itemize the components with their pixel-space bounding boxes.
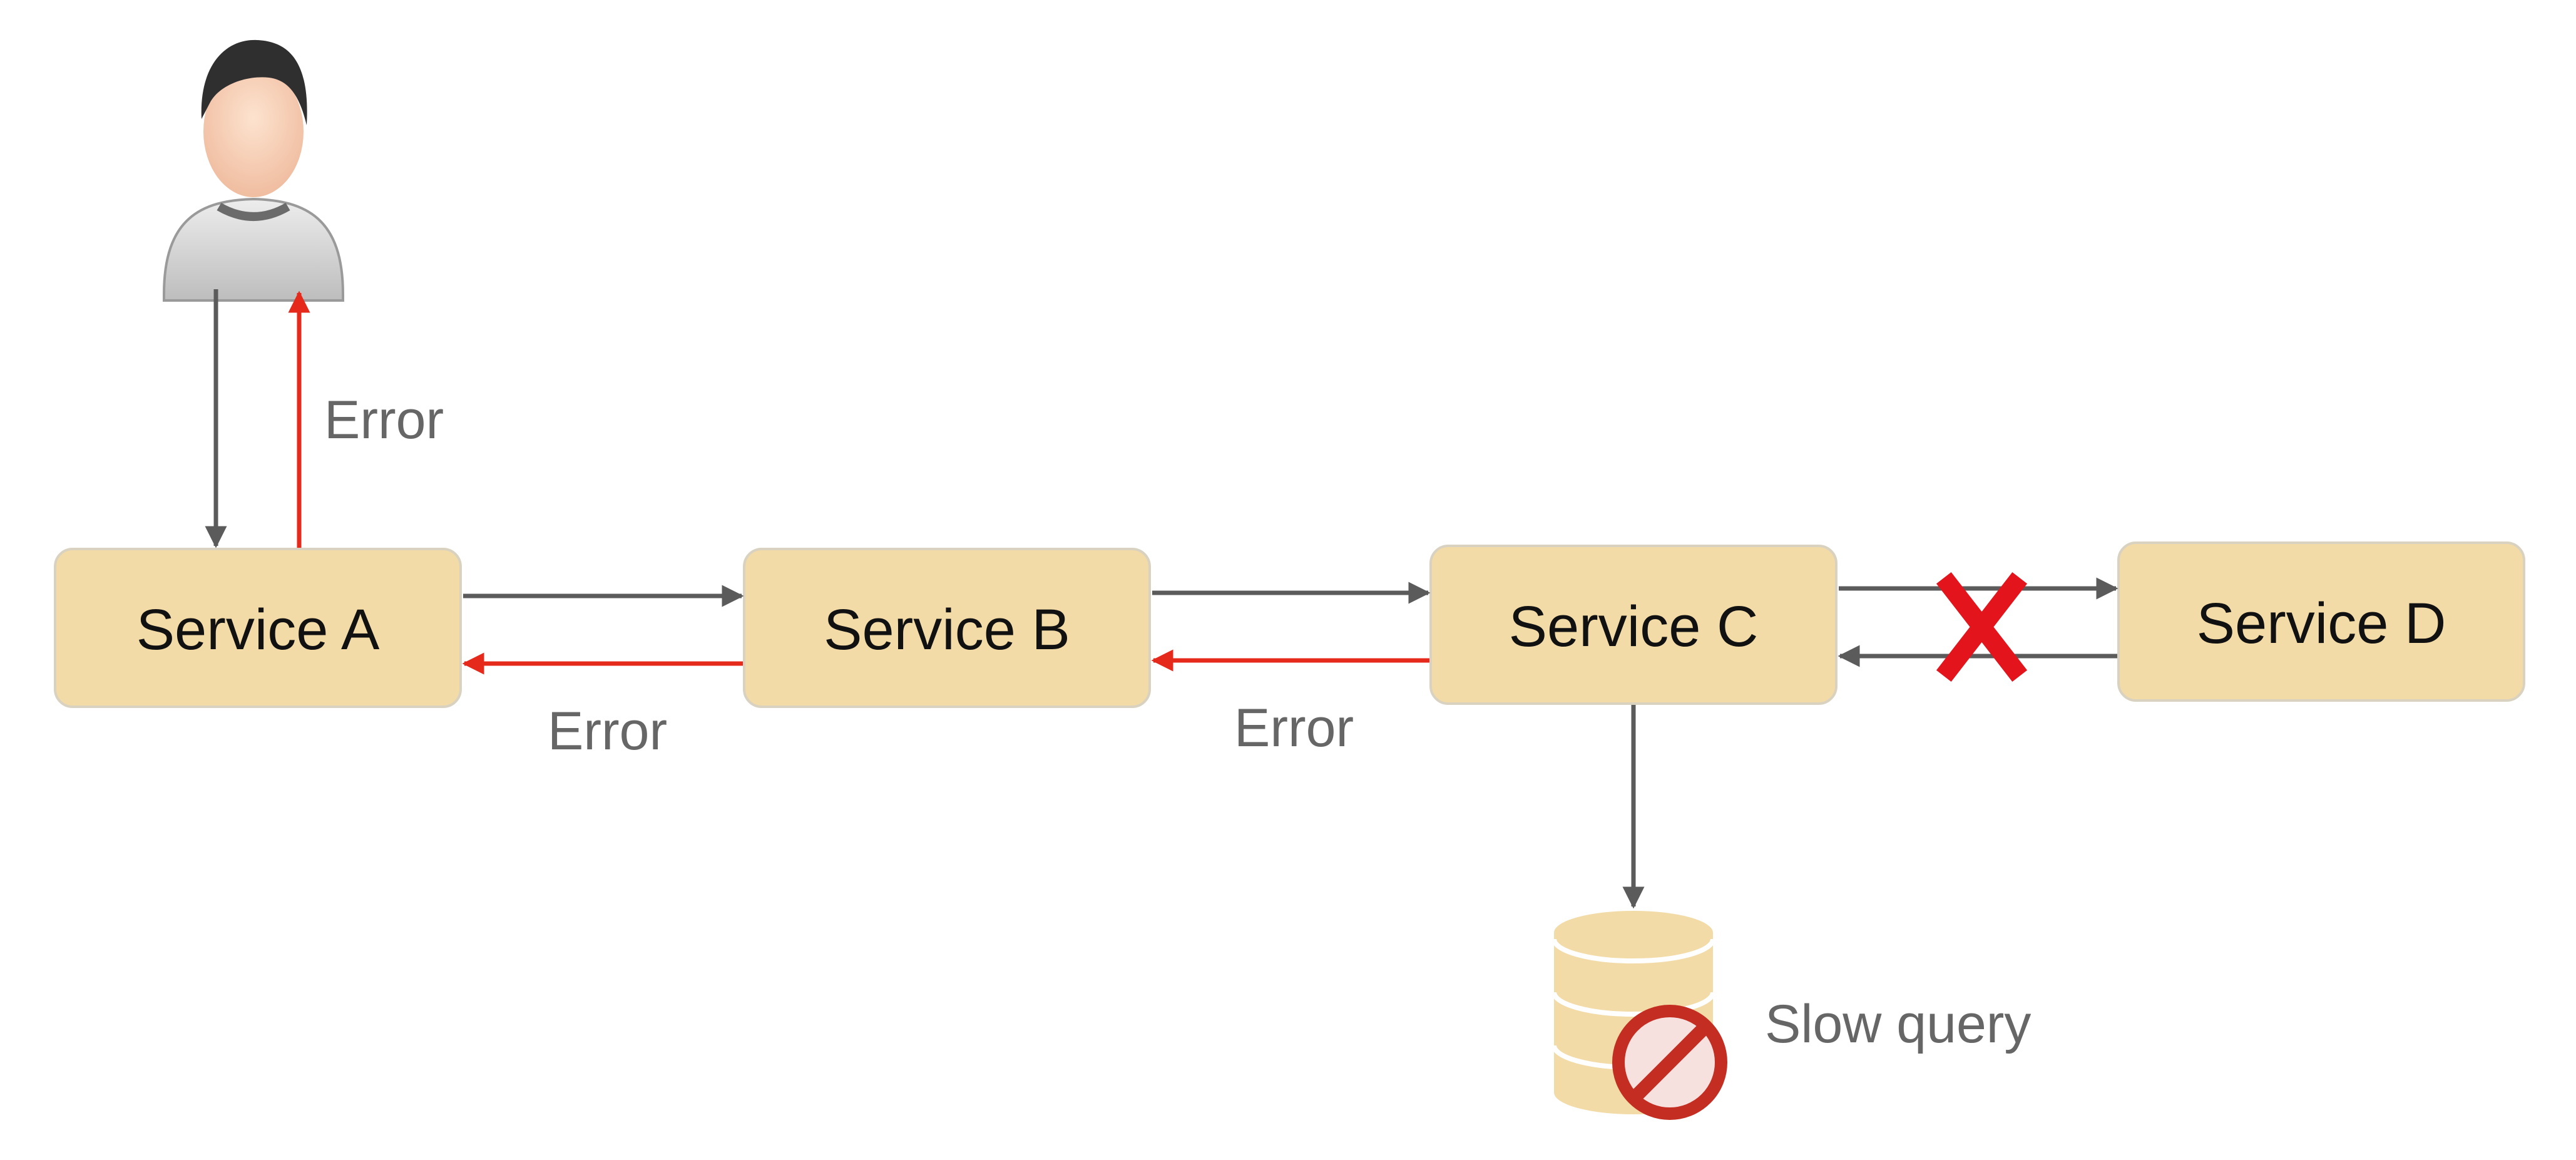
service-d-label: Service D bbox=[2197, 592, 2446, 655]
service-c-box: Service C bbox=[1429, 545, 1837, 705]
error-label-user: Error bbox=[324, 390, 444, 450]
service-c-label: Service C bbox=[1509, 595, 1759, 659]
cross-icon bbox=[1936, 572, 2028, 682]
service-d-box: Service D bbox=[2117, 542, 2525, 702]
service-a-box: Service A bbox=[54, 548, 462, 708]
error-label-bc: Error bbox=[1234, 698, 1354, 758]
blocked-icon bbox=[1612, 1005, 1727, 1120]
error-label-ab: Error bbox=[548, 701, 667, 761]
user-avatar-icon bbox=[163, 39, 344, 302]
service-b-box: Service B bbox=[743, 548, 1151, 708]
service-a-label: Service A bbox=[136, 598, 380, 662]
slow-query-label: Slow query bbox=[1765, 994, 2031, 1054]
service-b-label: Service B bbox=[824, 598, 1070, 662]
